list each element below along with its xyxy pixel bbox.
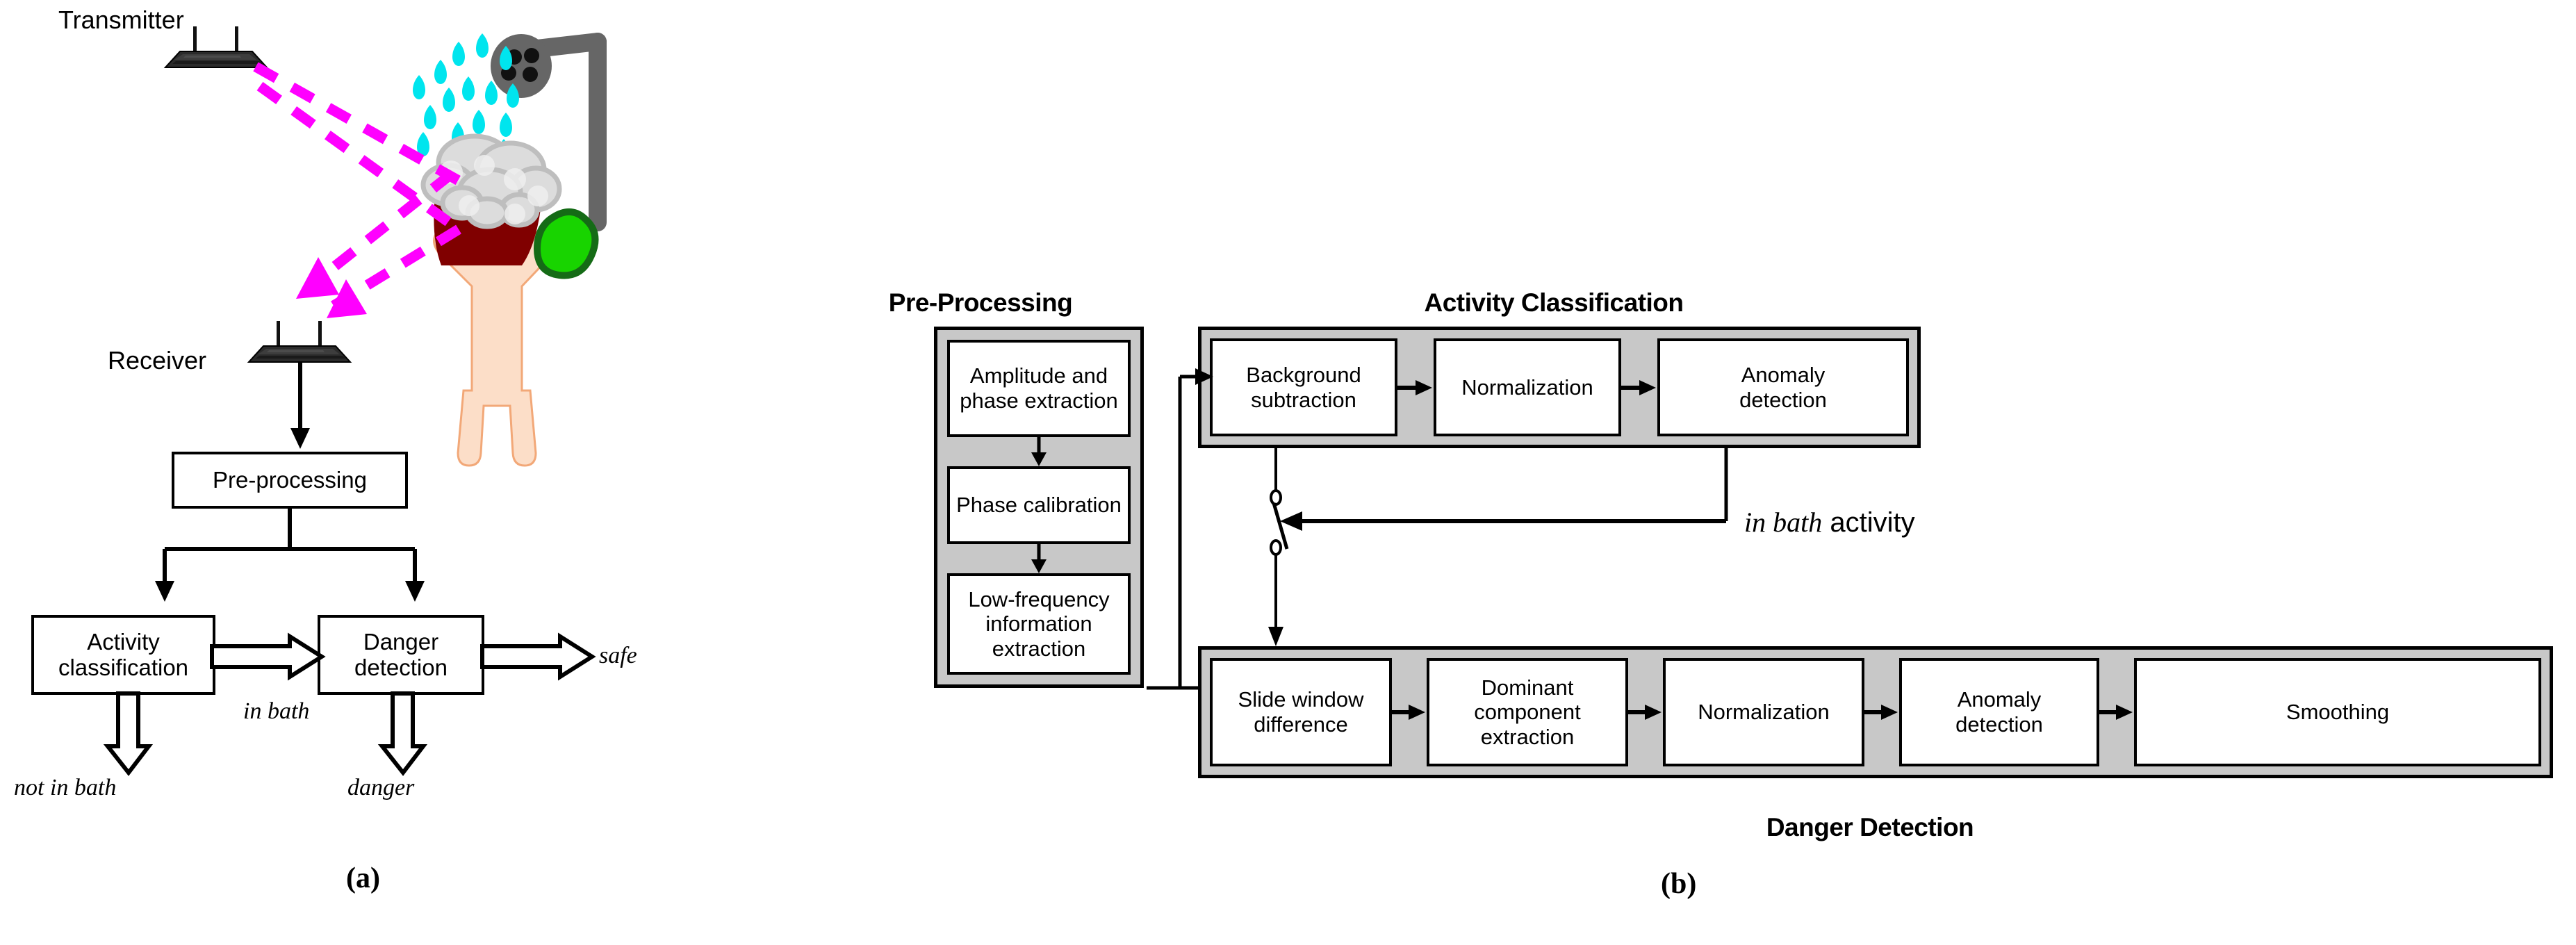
stage-label-line1: Dominant bbox=[1481, 675, 1574, 700]
connector-dominant-to-norm bbox=[1628, 658, 1663, 766]
panel-a-caption: (a) bbox=[346, 862, 380, 894]
section-title-activity-classification: Activity Classification bbox=[1424, 288, 1684, 317]
section-title-pre-processing: Pre-Processing bbox=[888, 288, 1073, 317]
connector-phase-to-lowfreq bbox=[947, 544, 1131, 573]
block-label-line2: classification bbox=[58, 654, 189, 680]
edge-label-not-in-bath: not in bath bbox=[14, 775, 117, 800]
transmitter-label: Transmitter bbox=[58, 6, 184, 34]
stage-label-line1: Low-frequency bbox=[968, 586, 1110, 611]
group-pre-processing: Amplitude and phase extraction Phase cal… bbox=[934, 327, 1144, 688]
stage-label-line2: subtraction bbox=[1251, 387, 1356, 412]
spdt-switch-icon[interactable] bbox=[1251, 445, 1334, 653]
stage-label: Normalization bbox=[1698, 700, 1830, 725]
stage-label: Phase calibration bbox=[956, 493, 1122, 518]
stage-label-line2: information bbox=[985, 611, 1092, 636]
connector-anomaly-to-smoothing bbox=[2099, 658, 2134, 766]
connector-bg-to-norm bbox=[1397, 338, 1434, 436]
stage-label-line1: Background bbox=[1246, 362, 1361, 387]
block-label-line1: Activity bbox=[87, 628, 160, 655]
router-icon bbox=[163, 26, 286, 68]
stage-dominant-component-extraction[interactable]: Dominant component extraction bbox=[1427, 658, 1628, 766]
stage-label-line3: extraction bbox=[992, 636, 1086, 661]
panel-b-caption: (b) bbox=[1661, 868, 1697, 900]
stage-smoothing[interactable]: Smoothing bbox=[2134, 658, 2541, 766]
group-danger-detection: Slide window difference Dominant compone… bbox=[1198, 646, 2553, 778]
stage-label-line2: detection bbox=[1955, 712, 2043, 737]
stage-label: Smoothing bbox=[2286, 700, 2390, 725]
edge-label-in-bath: in bath bbox=[243, 698, 310, 724]
connector-amp-to-phase bbox=[947, 437, 1131, 466]
stage-background-subtraction[interactable]: Background subtraction bbox=[1210, 338, 1397, 436]
stage-label-line3: extraction bbox=[1480, 724, 1575, 749]
stage-slide-window-difference[interactable]: Slide window difference bbox=[1210, 658, 1392, 766]
feedback-path-in-bath-activity bbox=[1272, 445, 1758, 584]
hollow-arrow-not-in-bath bbox=[103, 691, 154, 776]
block-label: Pre-processing bbox=[213, 466, 367, 493]
section-title-danger-detection: Danger Detection bbox=[1766, 813, 1974, 841]
group-activity-classification: Background subtraction Normalization Ano… bbox=[1198, 327, 1921, 448]
stage-normalization[interactable]: Normalization bbox=[1663, 658, 1864, 766]
hollow-arrow-in-bath bbox=[210, 632, 327, 682]
edge-label-safe: safe bbox=[599, 643, 637, 668]
stage-label-line2: component bbox=[1474, 700, 1581, 725]
block-danger-detection[interactable]: Danger detection bbox=[318, 615, 484, 695]
stage-label-line2: phase extraction bbox=[960, 388, 1118, 413]
stage-low-frequency-information-extraction[interactable]: Low-frequency information extraction bbox=[947, 573, 1131, 675]
connector-norm-to-anomaly bbox=[1621, 338, 1657, 436]
feedback-label-rest: activity bbox=[1822, 507, 1915, 538]
block-pre-processing[interactable]: Pre-processing bbox=[172, 452, 408, 509]
feedback-label: in bath activity bbox=[1744, 506, 1915, 539]
stage-label-line1: Amplitude and bbox=[969, 363, 1108, 388]
stage-amplitude-phase-extraction[interactable]: Amplitude and phase extraction bbox=[947, 340, 1131, 437]
connector-preprocessing-to-branches bbox=[1126, 334, 1237, 723]
panel-a: Transmitter Receiver bbox=[0, 0, 764, 945]
connector-slide-to-dominant bbox=[1392, 658, 1427, 766]
connector-norm-to-anomaly bbox=[1864, 658, 1899, 766]
hollow-arrow-safe bbox=[480, 632, 597, 682]
wireless-signal-rays bbox=[229, 56, 618, 347]
stage-anomaly-detection[interactable]: Anomaly detection bbox=[1899, 658, 2099, 766]
stage-label-line1: Anomaly bbox=[1957, 687, 2042, 712]
receiver-label: Receiver bbox=[108, 346, 207, 375]
stage-normalization[interactable]: Normalization bbox=[1434, 338, 1621, 436]
stage-label-line2: difference bbox=[1254, 712, 1348, 737]
stage-label: Normalization bbox=[1461, 375, 1593, 400]
person-in-bathtub-icon bbox=[400, 133, 629, 467]
stage-label-line1: Anomaly bbox=[1741, 362, 1826, 387]
block-label-line2: detection bbox=[354, 654, 448, 680]
edge-label-danger: danger bbox=[347, 775, 415, 800]
feedback-label-emphasis: in bath bbox=[1744, 507, 1823, 538]
hollow-arrow-danger bbox=[377, 691, 428, 776]
stage-label-line1: Slide window bbox=[1238, 687, 1364, 712]
block-activity-classification[interactable]: Activity classification bbox=[31, 615, 215, 695]
router-icon bbox=[247, 321, 370, 363]
arrow-receiver-to-preprocessing bbox=[286, 361, 314, 452]
panel-b: Pre-Processing Activity Classification D… bbox=[799, 0, 2576, 945]
split-connector-preprocessing bbox=[125, 509, 473, 613]
stage-phase-calibration[interactable]: Phase calibration bbox=[947, 466, 1131, 544]
stage-label-line2: detection bbox=[1739, 387, 1827, 412]
stage-anomaly-detection[interactable]: Anomaly detection bbox=[1657, 338, 1909, 436]
block-label-line1: Danger bbox=[363, 628, 439, 655]
